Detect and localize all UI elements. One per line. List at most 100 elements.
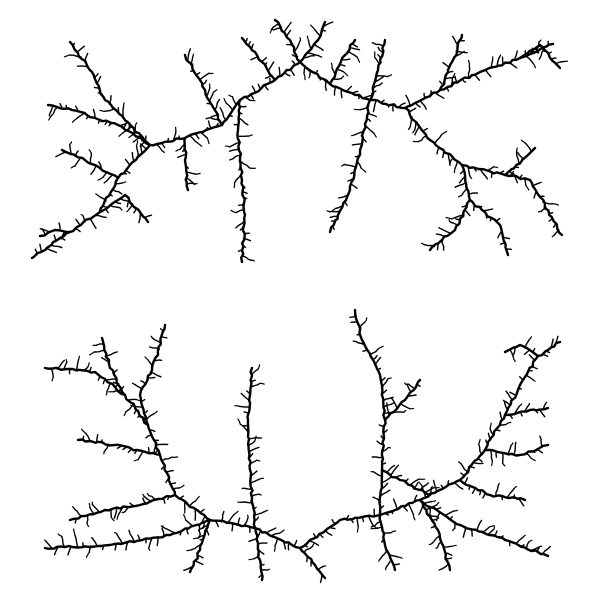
twig (183, 513, 187, 521)
twig (70, 165, 76, 169)
twig (407, 394, 417, 397)
twig (265, 528, 275, 534)
twig (172, 130, 177, 141)
twig (370, 526, 383, 530)
twig (131, 382, 144, 390)
twig (265, 74, 273, 79)
twig (200, 131, 209, 139)
twig (256, 542, 268, 545)
twig (356, 517, 359, 528)
twig (106, 382, 111, 393)
twig (170, 482, 177, 485)
twig (473, 202, 475, 212)
twig (69, 143, 72, 155)
twig (387, 377, 392, 380)
twig (523, 338, 531, 349)
twig (317, 565, 325, 570)
twig (473, 73, 481, 81)
twig (108, 122, 113, 127)
twig (546, 40, 549, 47)
twig (239, 226, 245, 231)
twig (462, 79, 467, 83)
twig (350, 172, 355, 175)
lower-branch (43, 518, 212, 550)
twig (436, 146, 440, 155)
twig (529, 50, 540, 54)
twig (351, 134, 356, 137)
twig (473, 167, 477, 172)
twig (409, 478, 420, 486)
twig (124, 506, 129, 513)
lower-branch (353, 308, 387, 517)
twig (409, 116, 413, 129)
twig (458, 461, 462, 464)
twig (243, 517, 249, 527)
twig (250, 478, 261, 484)
twig (106, 174, 114, 182)
twig (441, 130, 448, 136)
twig (120, 121, 129, 126)
twig (531, 546, 540, 551)
twig (386, 103, 390, 108)
twig (299, 37, 302, 41)
twig (390, 397, 398, 409)
twig (504, 402, 509, 411)
twig (360, 167, 367, 173)
twig (407, 383, 415, 389)
lower-branch (418, 498, 452, 572)
twig (183, 565, 194, 571)
twig (73, 528, 76, 536)
twig (101, 439, 104, 444)
twig (161, 528, 165, 537)
twig (293, 539, 298, 547)
twig (446, 70, 454, 74)
twig (39, 243, 43, 253)
twig (291, 60, 296, 67)
twig (97, 375, 101, 381)
twig (331, 519, 336, 525)
twig (145, 434, 153, 439)
twig (351, 143, 362, 146)
twig (87, 362, 90, 368)
twig (95, 434, 99, 444)
twig (498, 170, 505, 175)
twig (515, 152, 520, 164)
twig (214, 520, 219, 528)
twig (416, 383, 421, 387)
twig (542, 401, 548, 410)
twig (241, 424, 249, 427)
upper-branch (368, 38, 387, 102)
twig (68, 369, 71, 375)
twig (502, 462, 506, 467)
twig (235, 220, 246, 229)
twig (429, 505, 431, 519)
twig (267, 568, 271, 571)
twig (50, 367, 54, 378)
twig (248, 538, 258, 542)
twig (225, 102, 234, 111)
twig (128, 398, 137, 401)
twig (330, 220, 336, 223)
twig (380, 435, 385, 440)
twig (257, 83, 261, 90)
twig (189, 135, 199, 144)
twig (133, 409, 138, 415)
twig (59, 102, 64, 109)
twig (304, 543, 308, 548)
twig (381, 462, 387, 465)
twig (99, 196, 107, 202)
twig (485, 439, 489, 446)
twig (313, 533, 316, 539)
twig (367, 515, 374, 526)
twig (104, 120, 108, 126)
twig (68, 54, 82, 58)
twig (386, 404, 390, 417)
twig (377, 345, 384, 350)
twig (122, 446, 127, 451)
twig (179, 530, 183, 536)
twig (445, 86, 450, 92)
twig (373, 471, 383, 478)
twig (350, 183, 358, 190)
twig (53, 546, 59, 556)
twig (532, 347, 536, 354)
